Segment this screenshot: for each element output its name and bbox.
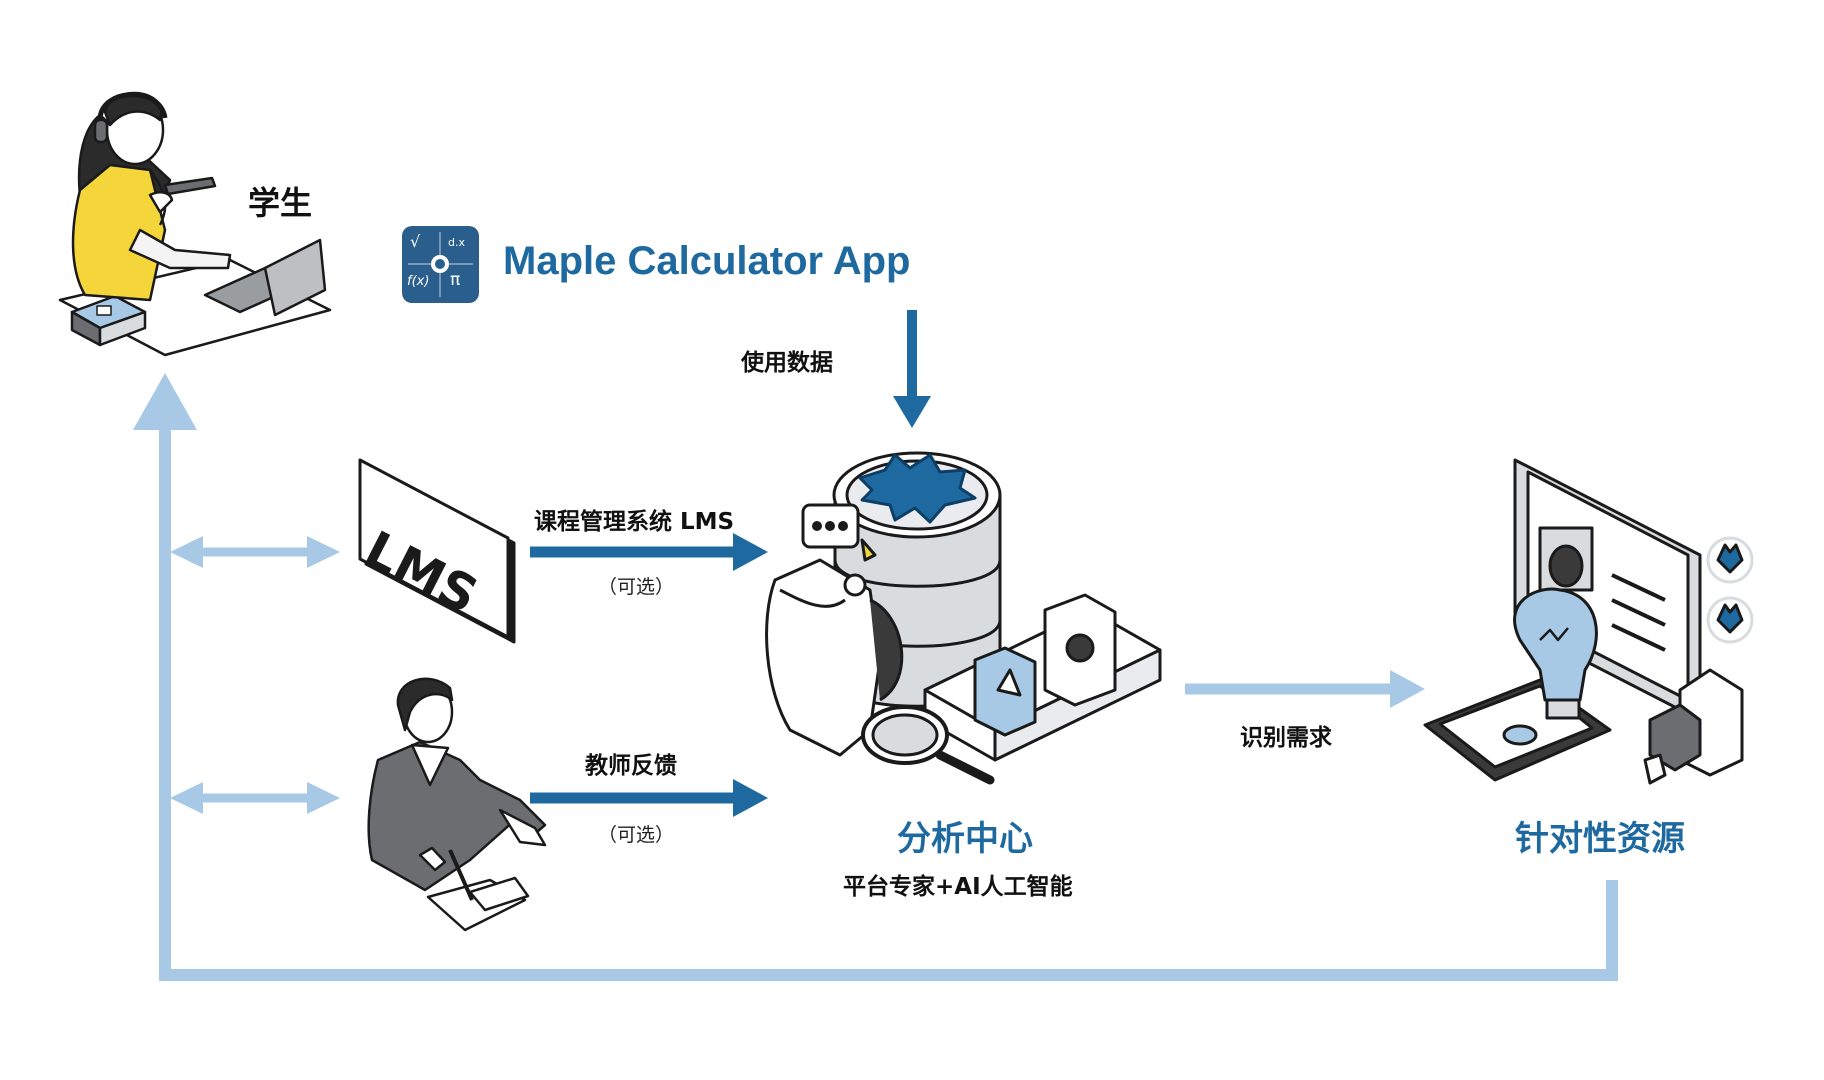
- app-icon-fx: f(x): [407, 274, 430, 289]
- app-title: Maple Calculator App: [503, 239, 911, 283]
- analysis-center-title: 分析中心: [897, 819, 1033, 859]
- teacher-edge-note: （可选）: [598, 824, 675, 846]
- lms-edge-label: 课程管理系统 LMS: [534, 509, 735, 535]
- analysis-center-illustration: [765, 451, 1162, 785]
- student-lms-double-arrow: [170, 536, 340, 568]
- student-teacher-double-arrow: [170, 782, 340, 814]
- lms-to-center-arrow: [530, 533, 768, 571]
- app-to-center-arrow: [893, 310, 931, 428]
- app-icon-pi: π: [450, 270, 461, 290]
- center-to-resources-arrow: [1185, 670, 1425, 708]
- resources-illustration: [1423, 458, 1754, 785]
- app-icon-sqrt: √: [410, 232, 421, 251]
- identify-needs-label: 识别需求: [1240, 725, 1332, 751]
- teacher-to-center-arrow: [530, 779, 768, 817]
- maple-app-icon: [402, 226, 479, 303]
- teacher-illustration: [367, 677, 547, 932]
- usage-data-label: 使用数据: [741, 350, 833, 376]
- analysis-center-subtitle: 平台专家+AI人工智能: [843, 874, 1073, 900]
- app-icon-dx: d.x: [448, 236, 465, 249]
- student-label: 学生: [248, 184, 313, 222]
- teacher-edge-label: 教师反馈: [585, 753, 677, 779]
- lms-edge-note: （可选）: [598, 576, 675, 598]
- lms-sign: [358, 458, 516, 644]
- student-illustration: [58, 91, 332, 357]
- feedback-loop: [133, 373, 1618, 981]
- resources-title: 针对性资源: [1515, 819, 1685, 859]
